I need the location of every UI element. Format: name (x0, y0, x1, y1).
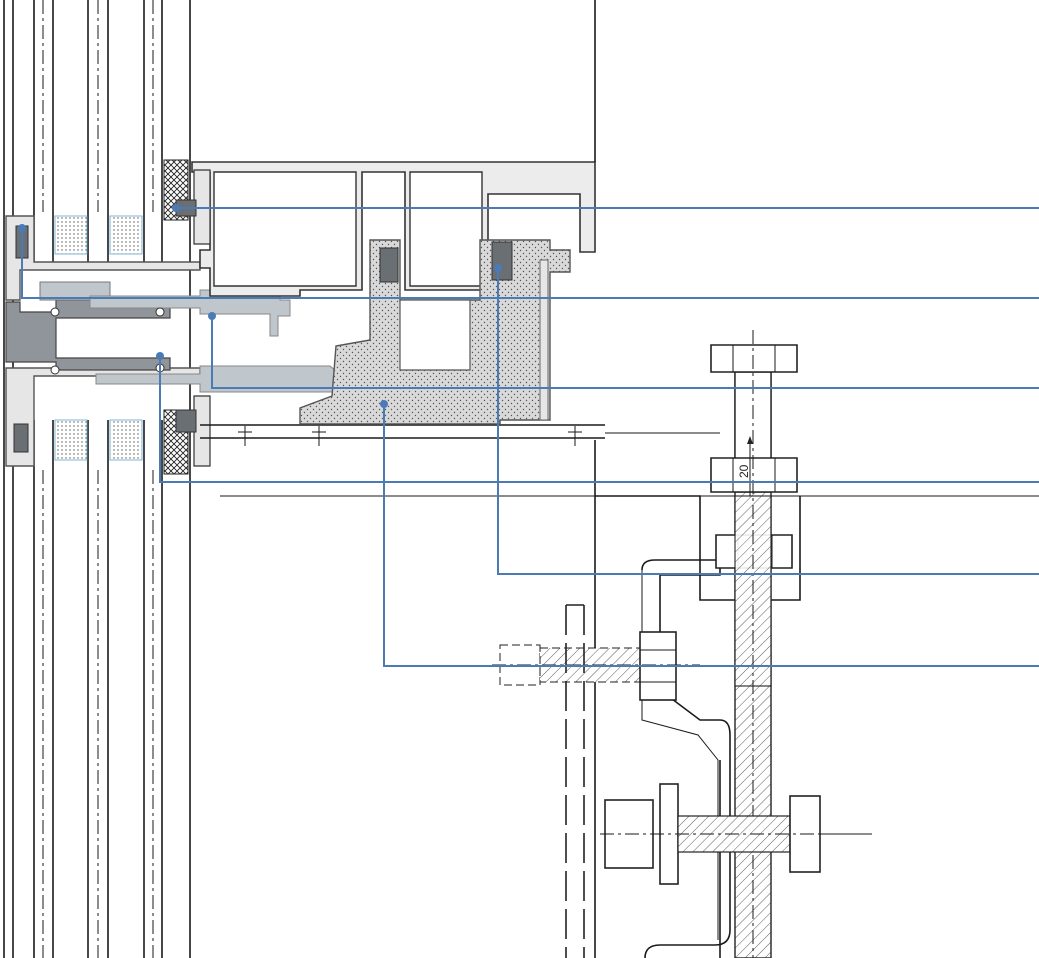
concrete-edge-dashed (565, 604, 585, 958)
glazing-upper (3, 0, 191, 958)
thermal-break-insert (5, 281, 343, 393)
base-screws (238, 426, 582, 446)
horizontal-bolt-lower (600, 783, 872, 885)
insulated-bracket (299, 239, 571, 425)
dimension-label: 20 (737, 464, 751, 478)
aluminium-transom-profile (175, 161, 720, 467)
structure-outline (220, 0, 1039, 958)
glazing-lower (33, 409, 189, 958)
anchor-bracket (641, 559, 731, 958)
threaded-rod-assembly: 20 (710, 330, 798, 958)
leader-lines (18, 204, 1039, 667)
